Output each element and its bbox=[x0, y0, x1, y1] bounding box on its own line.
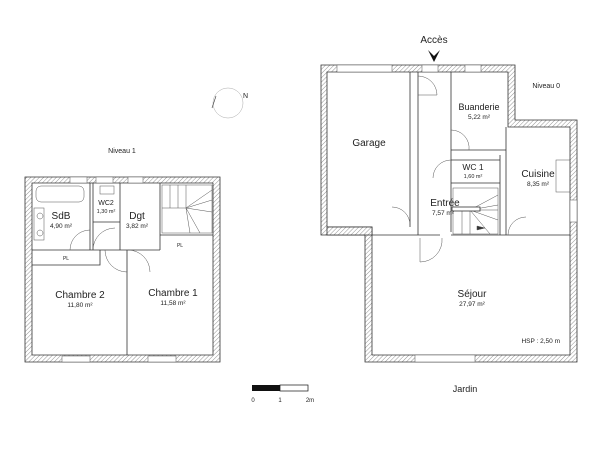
closet-label: PL bbox=[177, 243, 183, 249]
room-name: Chambre 1 bbox=[148, 288, 198, 299]
room-area: 7,57 m² bbox=[432, 210, 455, 217]
room-name: Garage bbox=[352, 138, 386, 149]
level-0-label: Niveau 0 bbox=[532, 83, 560, 90]
room-area: 4,90 m² bbox=[50, 223, 73, 230]
room-area: 27,97 m² bbox=[459, 301, 485, 308]
room-name: WC2 bbox=[98, 200, 114, 207]
access-arrow-icon bbox=[428, 50, 440, 62]
room-name: Séjour bbox=[458, 289, 488, 300]
room-area: 11,80 m² bbox=[67, 302, 93, 309]
room-area: 11,58 m² bbox=[160, 300, 186, 307]
garden-label: Jardin bbox=[453, 384, 478, 394]
room-name: Chambre 2 bbox=[55, 290, 105, 301]
scale-label: 1 bbox=[278, 398, 282, 404]
room-name: Dgt bbox=[129, 211, 145, 222]
room-area: 1,60 m² bbox=[464, 174, 483, 180]
room-area: 5,22 m² bbox=[468, 114, 491, 121]
ceiling-height: HSP : 2,50 m bbox=[521, 338, 560, 345]
room-name: WC 1 bbox=[462, 162, 484, 172]
level-1-plan: Niveau 1 PL PL SdB 4,90 m² WC2 1,30 m² D… bbox=[24, 148, 221, 363]
room-name: Entrée bbox=[430, 198, 460, 209]
closet-label: PL bbox=[63, 256, 69, 262]
room-area: 8,35 m² bbox=[527, 181, 550, 188]
room-area: 1,30 m² bbox=[97, 209, 116, 215]
room-name: Buanderie bbox=[458, 102, 499, 112]
scale-label: 0 bbox=[251, 398, 255, 404]
svg-text:N: N bbox=[243, 93, 248, 100]
scale-bar: 0 1 2m bbox=[251, 384, 314, 404]
room-name: SdB bbox=[52, 211, 71, 222]
access-label: Accès bbox=[420, 35, 447, 46]
room-name: Cuisine bbox=[521, 169, 555, 180]
scale-label: 2m bbox=[306, 398, 314, 404]
north-arrow-icon: N bbox=[211, 87, 248, 119]
room-area: 3,82 m² bbox=[126, 223, 149, 230]
level-1-label: Niveau 1 bbox=[108, 148, 136, 155]
level-0-plan: Accès Niveau 0 Garage Buanderie 5,22 m² … bbox=[320, 35, 578, 394]
